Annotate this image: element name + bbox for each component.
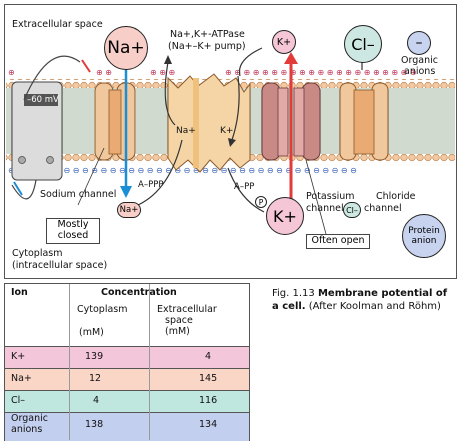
table-cell-cytoplasm: 138	[85, 419, 104, 430]
caption-fig-number: Fig. 1.13	[272, 288, 315, 299]
table-cell-extracellular: 145	[199, 373, 218, 384]
mostly-closed-line1: Mostly	[57, 219, 89, 230]
pump-k-arrowhead	[228, 138, 236, 147]
caption-title: Membrane potential of a cell.	[272, 288, 448, 312]
protein-anion: Protein anion	[402, 214, 446, 258]
potassium-ion-small: K+	[272, 30, 296, 54]
svg-text:⊕ ⊕: ⊕ ⊕	[96, 68, 112, 77]
chloride-channel-label: Chloride	[376, 191, 416, 202]
table-divider-1	[69, 284, 70, 440]
concentration-table: Ion Concentration Cytoplasm (mM) Extrace…	[4, 283, 250, 441]
pump-inner-na: Na+	[176, 126, 196, 136]
table-row-k	[5, 346, 249, 369]
svg-text:⊕ ⊕ ⊕ ⊕ ⊕ ⊕ ⊕ ⊕ ⊕ ⊕ ⊕ ⊕ ⊕ ⊕ ⊕: ⊕ ⊕ ⊕ ⊕ ⊕ ⊕ ⊕ ⊕ ⊕ ⊕ ⊕ ⊕ ⊕ ⊕ ⊕ ⊕ ⊕ ⊕ ⊕ ⊕ …	[225, 68, 417, 77]
table-row-na	[5, 368, 249, 391]
svg-text:⊖ ⊖ ⊖ ⊖ ⊖ ⊖ ⊖ ⊖ ⊖ ⊖ ⊖ ⊖ ⊖ ⊖ ⊖: ⊖ ⊖ ⊖ ⊖ ⊖ ⊖ ⊖ ⊖ ⊖ ⊖ ⊖ ⊖ ⊖ ⊖ ⊖ ⊖ ⊖ ⊖ ⊖ ⊖ …	[8, 166, 357, 175]
table-cell-ion: K+	[11, 351, 26, 362]
mostly-closed-line2: closed	[57, 229, 89, 241]
adp-label: A–PP	[234, 182, 255, 192]
table-header-extracellular: Extracellular	[157, 304, 217, 315]
sodium-flux-arrowhead	[120, 186, 132, 198]
organic-anions-label: Organic	[401, 55, 438, 66]
pump-inner-k: K+	[220, 126, 234, 136]
table-row-cl	[5, 390, 249, 413]
mostly-closed-leader	[77, 147, 105, 206]
phosphate-icon: P	[255, 196, 267, 208]
chloride-ion: Cl–	[344, 25, 382, 63]
voltmeter-display: –60 mV	[27, 95, 59, 105]
table-cell-extracellular: 134	[199, 419, 218, 430]
table-cell-ion: Cl–	[11, 395, 26, 406]
extracellular-label: Extracellular space	[12, 19, 103, 30]
table-cell-ion: Na+	[11, 373, 32, 384]
potassium-channel	[261, 82, 321, 161]
potassium-channel-sublabel: channel	[306, 203, 344, 214]
cytoplasm-label: Cytoplasm	[12, 248, 63, 259]
table-header-cytoplasm: Cytoplasm	[77, 304, 128, 315]
pump-sublabel: (Na+–K+ pump)	[168, 41, 246, 52]
table-header-space: space	[165, 315, 193, 326]
table-divider-2	[149, 284, 150, 440]
negative-charge-row: ⊖ ⊖ ⊖ ⊖ ⊖ ⊖ ⊖ ⊖ ⊖ ⊖ ⊖ ⊖ ⊖ ⊖ ⊖ ⊖ ⊖ ⊖ ⊖ ⊖ …	[8, 166, 357, 175]
table-header-concentration: Concentration	[101, 287, 177, 298]
table-cell-cytoplasm: 139	[85, 351, 104, 362]
sodium-ion: Na+	[104, 26, 148, 70]
chloride-channel	[339, 82, 389, 161]
table-cell-cytoplasm: 4	[93, 395, 100, 406]
pump-na-arrow	[164, 61, 176, 126]
pump-k-out-arrow	[227, 167, 265, 213]
sodium-ion-small: Na+	[117, 202, 141, 218]
atp-label: A–PPP	[138, 180, 164, 190]
svg-text:⊕ ⊕ ⊕: ⊕ ⊕ ⊕	[150, 68, 175, 77]
sodium-channel-label: Sodium channel	[40, 189, 117, 200]
pump-na-in-arrow	[137, 139, 183, 206]
organic-anion-icon: –	[407, 31, 431, 55]
chloride-ion-small: Cl–	[343, 202, 361, 218]
table-cell-ion-line2: anions	[11, 424, 43, 435]
svg-text:⊕: ⊕	[8, 68, 15, 77]
organic-anions-sublabel: anions	[404, 66, 436, 77]
potassium-channel-label: Potassium	[306, 191, 355, 202]
table-header-extra-unit: (mM)	[165, 326, 190, 337]
often-open-leader	[305, 159, 327, 235]
table-row-organic	[5, 412, 249, 441]
protein-anion-line1: Protein	[408, 226, 440, 236]
table-cell-extracellular: 116	[199, 395, 218, 406]
caption-credit: (After Koolman and Röhm)	[308, 301, 441, 312]
potassium-ion-large: K+	[266, 197, 304, 235]
cytoplasm-sublabel: (intracellular space)	[12, 260, 108, 271]
table-header-cytoplasm-unit: (mM)	[79, 327, 104, 338]
table-cell-cytoplasm: 12	[89, 373, 102, 384]
pump-k-arrow	[231, 75, 240, 141]
table-header-ion: Ion	[11, 287, 28, 298]
sodium-channel	[94, 82, 136, 161]
na-k-pump	[167, 73, 251, 173]
table-cell-ion: Organic	[11, 413, 48, 424]
pump-na-arrowhead	[164, 55, 172, 64]
pump-k-in-arrow	[238, 47, 263, 77]
positive-charge-row: ⊕ ⊕ ⊕ ⊕ ⊕ ⊕ ⊕ ⊕ ⊕ ⊕ ⊕ ⊕ ⊕ ⊕ ⊕ ⊕ ⊕ ⊕ ⊕ ⊕ …	[8, 68, 417, 77]
chloride-channel-sublabel: channel	[364, 203, 402, 214]
protein-anion-line2: anion	[411, 236, 437, 246]
mostly-closed-note: Mostly closed	[46, 218, 100, 244]
pump-label: Na+,K+-ATPase	[170, 29, 245, 40]
voltmeter	[11, 55, 91, 200]
table-cell-extracellular: 4	[205, 351, 212, 362]
often-open-note: Often open	[306, 234, 370, 249]
figure-caption: Fig. 1.13 Membrane potential of a cell. …	[272, 287, 457, 313]
potassium-flux-arrowhead	[284, 52, 298, 64]
